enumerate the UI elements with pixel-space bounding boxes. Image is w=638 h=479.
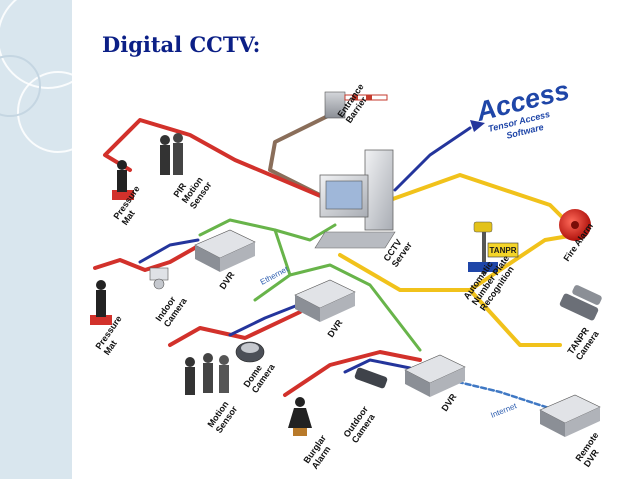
svg-text:TANPR Camera: TANPR Camera bbox=[565, 323, 601, 362]
link-access bbox=[393, 126, 472, 192]
outdoor-camera-icon bbox=[354, 367, 388, 389]
label-dvr-bottom: DVR bbox=[439, 391, 458, 413]
svg-text:DVR: DVR bbox=[217, 269, 236, 291]
link-outdoor-blue bbox=[343, 358, 412, 374]
link-access-arrowhead bbox=[470, 120, 485, 132]
link-internet bbox=[448, 378, 557, 412]
dvr-bottom-icon bbox=[404, 354, 466, 397]
decorative-circles bbox=[0, 0, 72, 153]
indoor-camera-icon bbox=[149, 267, 169, 290]
link-barrier bbox=[268, 108, 342, 202]
label-dvr-middle: DVR bbox=[325, 317, 344, 339]
label-internet: Internet bbox=[489, 401, 518, 420]
label-dvr-top: DVR bbox=[217, 269, 236, 291]
cctv-server-icon bbox=[314, 149, 396, 249]
fire-alarm-bell-icon bbox=[559, 209, 591, 241]
link-dome-blue bbox=[228, 303, 300, 337]
link-top-sensors bbox=[103, 118, 332, 202]
slide-title: Digital CCTV: bbox=[102, 32, 261, 57]
connection-lines bbox=[93, 108, 577, 412]
burglar-alarm-icon bbox=[288, 397, 312, 436]
svg-text:Indoor Camera: Indoor Camera bbox=[153, 290, 189, 329]
svg-text:DVR: DVR bbox=[325, 317, 344, 339]
svg-text:Motion Sensor: Motion Sensor bbox=[205, 397, 240, 435]
svg-text:Outdoor Camera: Outdoor Camera bbox=[341, 402, 379, 445]
people-pressure-mat-top-icon bbox=[112, 160, 134, 200]
link-anpr-camera bbox=[468, 288, 562, 347]
remote-dvr-icon bbox=[539, 394, 601, 437]
svg-text:Burglar Alarm: Burglar Alarm bbox=[301, 431, 337, 471]
entrance-barrier-icon bbox=[324, 91, 388, 119]
people-pressure-mat-left-icon bbox=[90, 280, 112, 325]
people-pir-icon bbox=[160, 133, 183, 175]
people-motion-sensor-icon bbox=[185, 353, 229, 395]
access-software-logo: Access Tensor Access Software bbox=[472, 75, 572, 141]
link-outdoor bbox=[283, 350, 422, 397]
anpr-sign-text: TANPR bbox=[490, 246, 517, 255]
anpr-camera-icon bbox=[559, 285, 602, 321]
label-ethernet: Ethernet bbox=[259, 264, 291, 287]
dome-camera-icon bbox=[235, 341, 265, 363]
decorative-side-band bbox=[0, 0, 72, 479]
link-indoor bbox=[93, 243, 202, 272]
link-indoor-blue bbox=[138, 238, 200, 264]
link-dome bbox=[168, 310, 302, 347]
svg-text:DVR: DVR bbox=[439, 391, 458, 413]
link-ethernet-2 bbox=[253, 263, 422, 352]
anpr-pole-icon: TANPR bbox=[468, 221, 519, 274]
dvr-middle-icon bbox=[294, 279, 356, 322]
dvr-top-icon bbox=[194, 229, 256, 272]
link-ethernet-3 bbox=[273, 228, 292, 277]
svg-text:Remote DVR: Remote DVR bbox=[573, 428, 610, 469]
